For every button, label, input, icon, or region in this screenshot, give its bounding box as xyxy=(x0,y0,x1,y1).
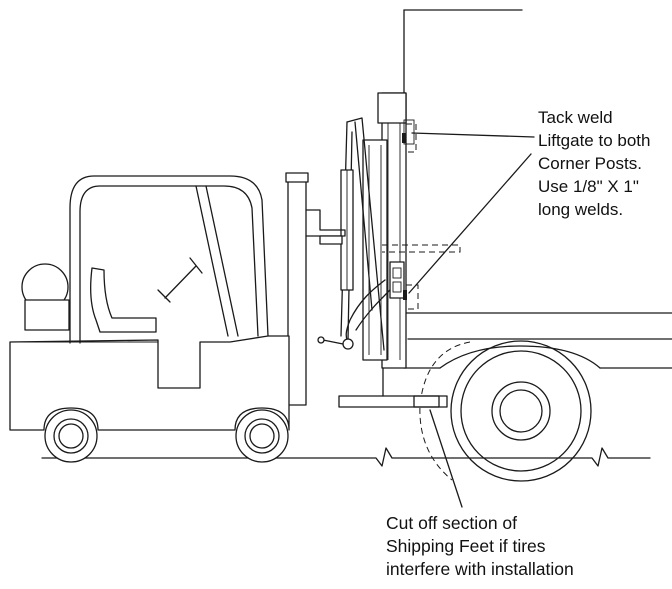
feet-note-line: Cut off section of xyxy=(386,513,518,533)
shipping-feet xyxy=(338,367,448,408)
feet-note-line: interfere with installation xyxy=(386,559,574,579)
ground-line xyxy=(41,447,651,467)
weld-note-line: Liftgate to both xyxy=(538,131,651,150)
truck-wheel xyxy=(450,340,592,482)
weld-note-line: Use 1/8" X 1" xyxy=(538,177,639,196)
hatched-shipping-foot xyxy=(413,395,440,408)
weld-note-line: long welds. xyxy=(538,200,624,219)
shipping-feet-note: Cut off section of Shipping Feet if tire… xyxy=(386,512,574,581)
leader-lines xyxy=(408,132,535,508)
tire-clearance-arc xyxy=(419,341,471,481)
weld-note-line: Corner Posts. xyxy=(538,154,642,173)
forklift-drawing xyxy=(9,172,346,463)
feet-note-line: Shipping Feet if tires xyxy=(386,536,546,556)
liftgate-drawing xyxy=(317,92,461,369)
weld-note-line: Tack weld xyxy=(538,108,613,127)
tack-weld-note: Tack weld Liftgate to both Corner Posts.… xyxy=(538,106,650,221)
